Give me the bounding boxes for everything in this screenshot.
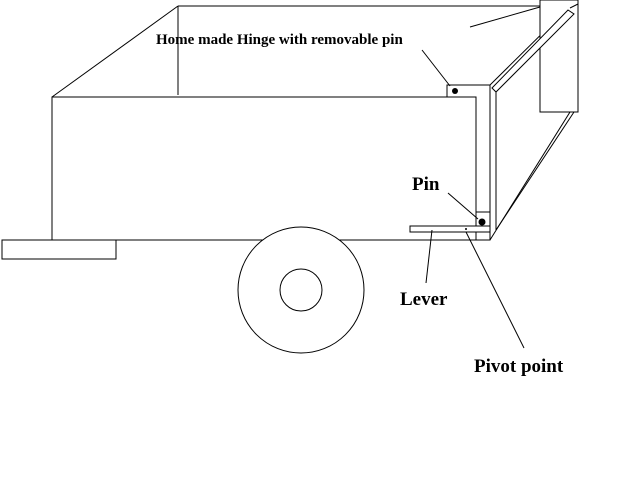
pivot-label: Pivot point xyxy=(474,356,564,377)
lever-assembly xyxy=(409,225,491,233)
trailer-tongue xyxy=(1,239,117,260)
hinge-leader-bracket xyxy=(421,49,451,87)
rear-corner-post xyxy=(539,0,579,113)
leader-lines xyxy=(421,6,541,349)
top-left-depth-edge xyxy=(51,5,179,98)
hinge-leader-top xyxy=(469,6,541,28)
box-front-panel xyxy=(51,96,491,241)
pivot-leader xyxy=(465,231,525,349)
lever-bar xyxy=(409,225,491,233)
trailer-box xyxy=(51,0,579,241)
hinge-top-pin-hole xyxy=(452,88,458,94)
removable-pin xyxy=(478,218,486,226)
hinge-assembly xyxy=(446,84,491,241)
tailgate-top-rail xyxy=(491,9,575,93)
wheel xyxy=(237,226,365,354)
tailgate-side-edge xyxy=(495,111,575,231)
pivot-mark xyxy=(465,228,467,230)
lever-label: Lever xyxy=(400,289,448,310)
hinge-bracket xyxy=(446,84,491,241)
lever-leader xyxy=(425,229,433,284)
pin-label: Pin xyxy=(412,174,440,195)
hinge-label: Home made Hinge with removable pin xyxy=(156,32,403,48)
hub xyxy=(279,268,323,312)
rear-corner-post-inner xyxy=(569,3,579,9)
pin-leader xyxy=(447,192,479,220)
